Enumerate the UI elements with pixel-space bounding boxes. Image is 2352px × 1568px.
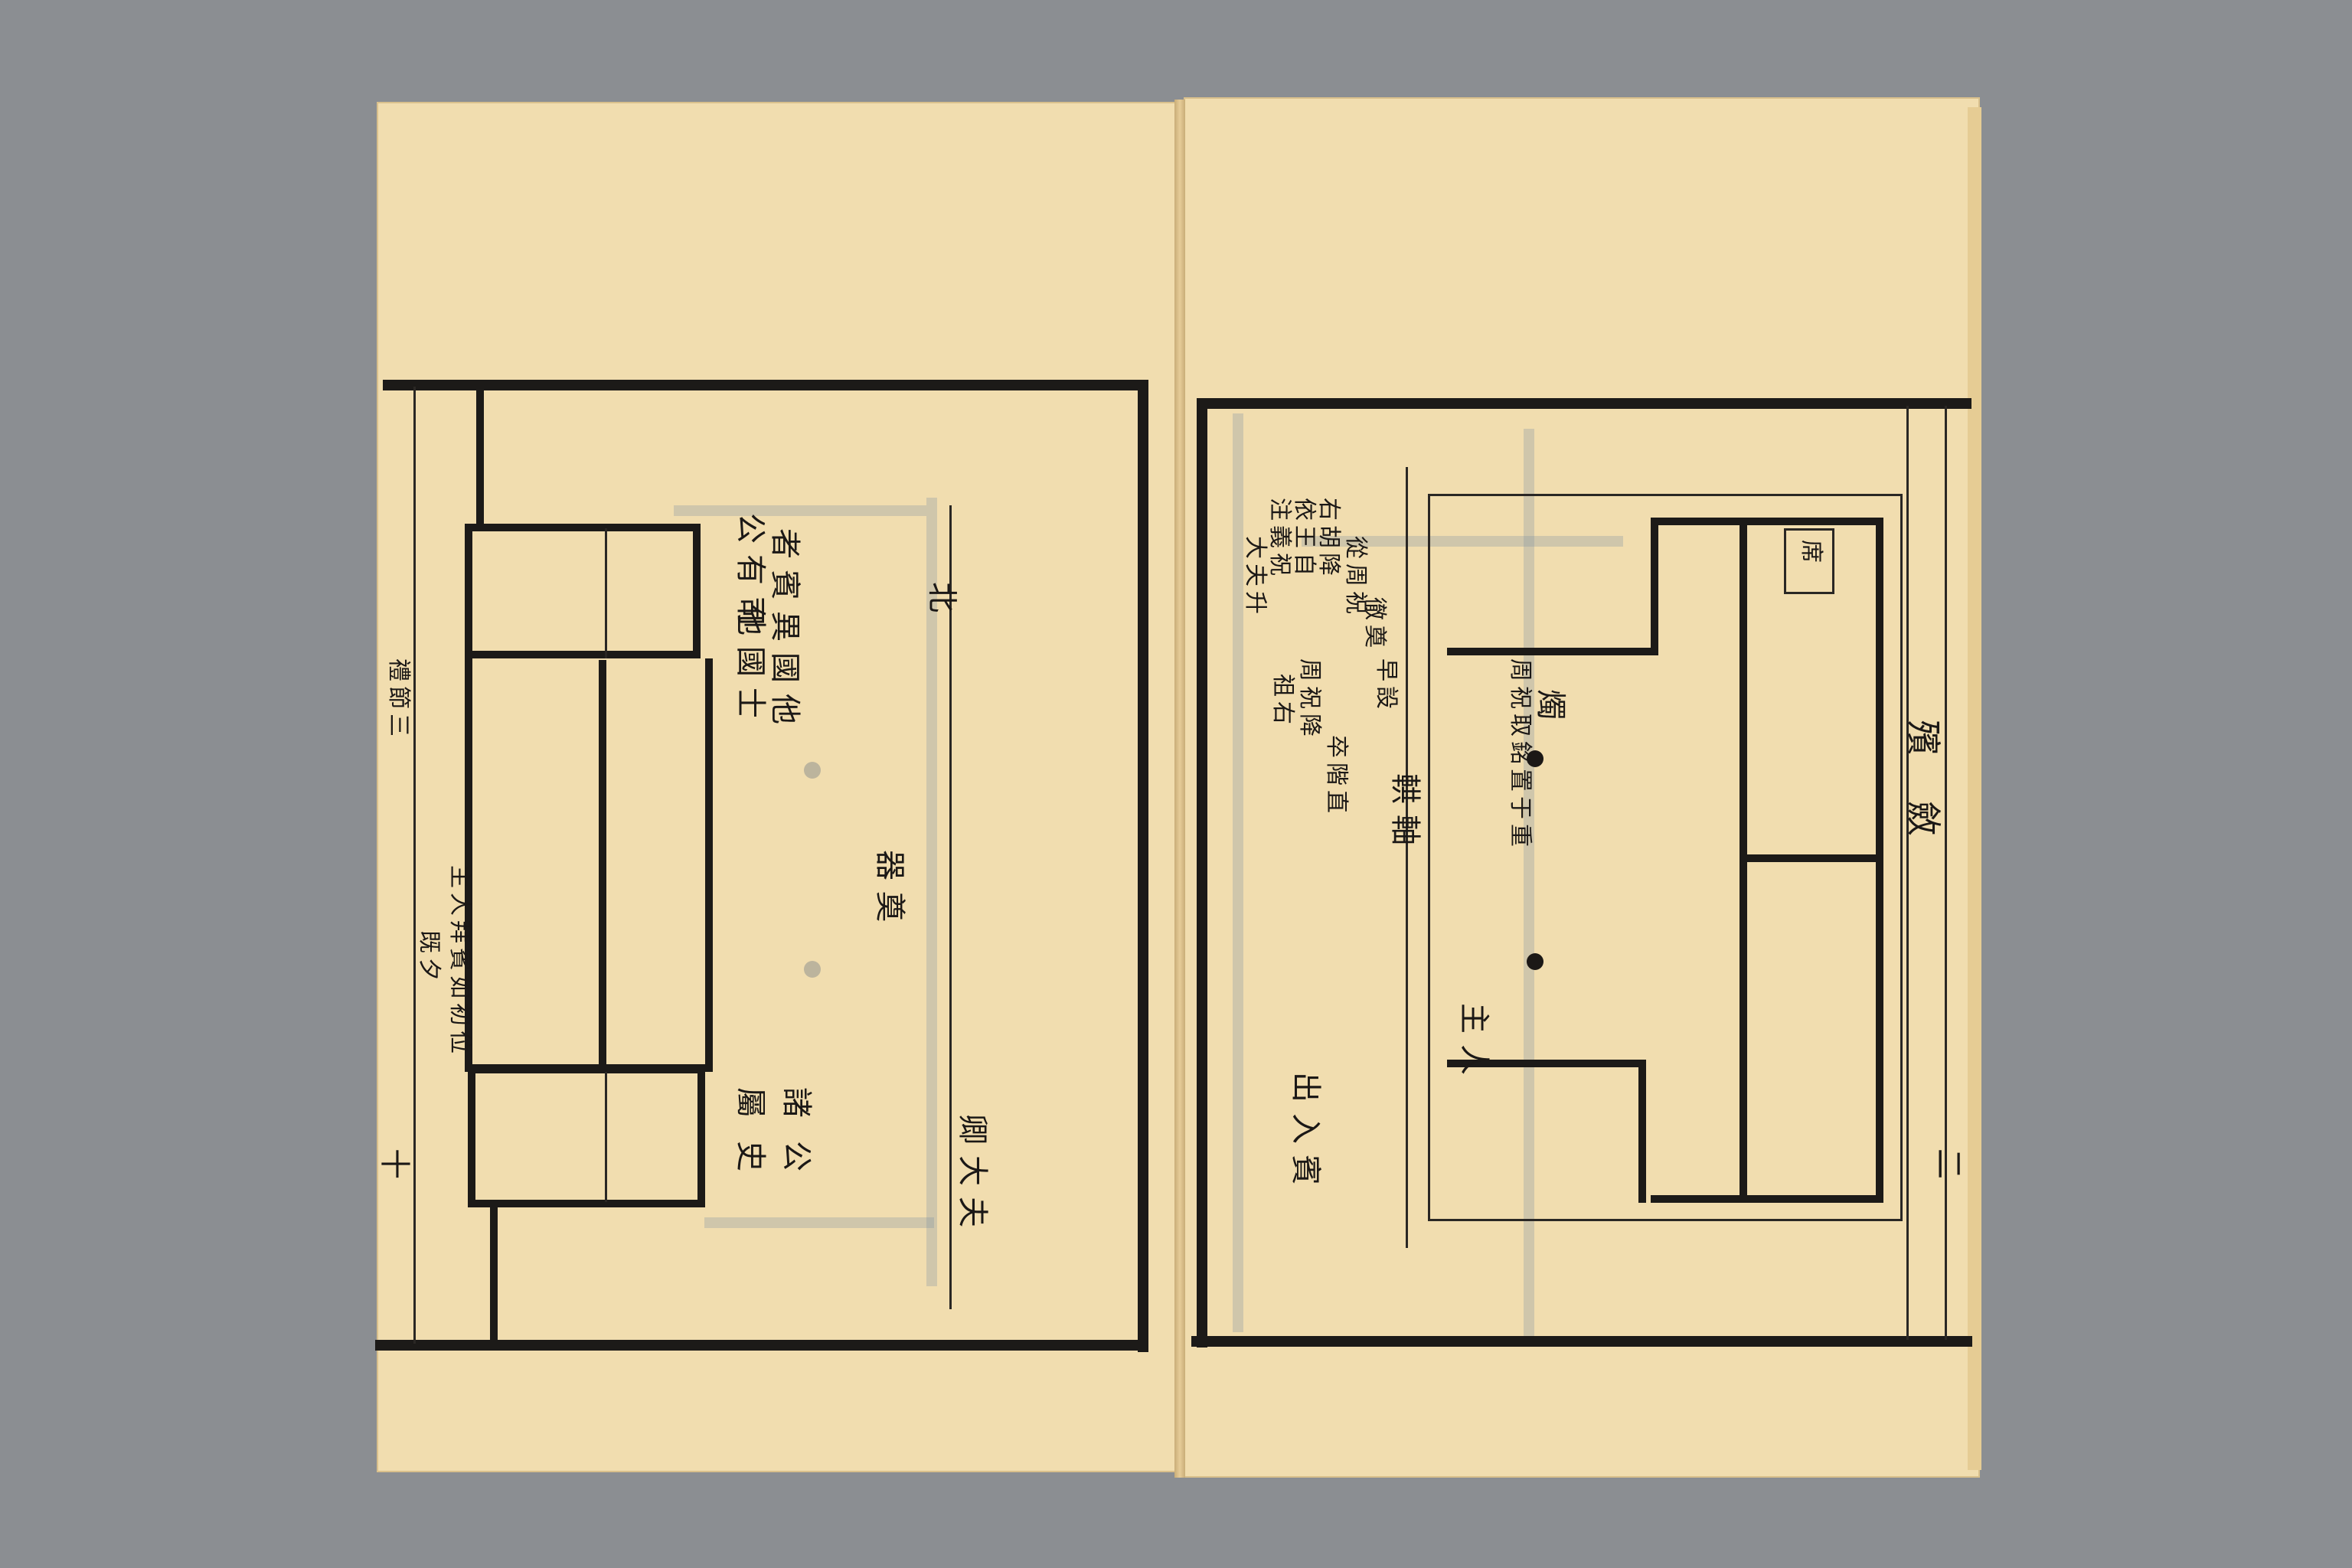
label-clerk: 史 <box>733 1141 768 1182</box>
seat-box <box>1784 528 1834 594</box>
left-margin-line <box>413 387 416 1344</box>
label-seat: 席 <box>1798 540 1824 567</box>
margin-caption: 主人拜賓如初位 <box>446 865 473 1058</box>
room-divider <box>605 1072 607 1202</box>
right-frame-left <box>1197 398 1207 1348</box>
note-4: 注義祝 <box>1266 498 1293 580</box>
label-lord-attendants: 諸 <box>779 1087 814 1129</box>
marker-dot <box>1527 953 1544 970</box>
show-through-line <box>1302 536 1623 547</box>
show-through-line <box>926 498 937 1286</box>
label-host: 主人 <box>1456 1003 1491 1086</box>
hall-wall-north <box>1447 648 1658 655</box>
note-3: 依王自 <box>1291 498 1318 580</box>
label-lord: 公 <box>779 1141 814 1182</box>
note-2: 右胡降 <box>1315 498 1342 580</box>
margin-note: 既夕 <box>416 930 443 985</box>
note-8: 早設 <box>1373 658 1400 714</box>
ghost-dot <box>804 762 821 779</box>
room-divider <box>1746 854 1880 862</box>
left-wall <box>490 1207 498 1345</box>
courtyard <box>1428 494 1903 1221</box>
label-bier: 輁軸 <box>1387 773 1423 856</box>
rear-wall <box>1651 518 1658 648</box>
room-divider <box>1740 521 1747 1202</box>
margin-title: 禮節三 <box>385 658 412 741</box>
margin-page-number: 二 <box>1931 1148 1966 1190</box>
hall-divider <box>599 660 606 1066</box>
room-north <box>465 524 701 658</box>
show-through-line <box>1233 413 1243 1332</box>
left-frame-bottom <box>375 1340 1148 1351</box>
left-inner-line <box>949 505 952 1309</box>
label-vessel: 器奠 <box>872 850 907 933</box>
right-frame-top <box>1206 398 1971 409</box>
left-page <box>377 102 1178 1472</box>
right-page-edge <box>1968 107 1981 1470</box>
show-through-line <box>674 505 926 516</box>
margin-title: 殯斂 <box>1903 720 1944 882</box>
note-5: 大夫升 <box>1242 536 1269 619</box>
label-officer-2: 者賓異國他 <box>767 528 802 735</box>
ghost-dot <box>804 961 821 978</box>
room-divider <box>605 528 607 658</box>
label-offering: 徹奠 <box>1361 597 1388 652</box>
label-clerk-2: 屬 <box>733 1087 768 1129</box>
left-frame-top <box>383 380 1147 390</box>
book-gutter <box>1174 100 1185 1478</box>
right-margin-line <box>1945 406 1947 1340</box>
main-hall <box>465 658 713 1072</box>
right-margin-line <box>1906 406 1909 1340</box>
note-7: 祖右 <box>1269 674 1296 729</box>
right-frame-bottom <box>1191 1336 1972 1347</box>
label-minister: 卿大夫 <box>955 1114 990 1238</box>
room-south <box>468 1066 705 1207</box>
left-wall <box>476 387 484 524</box>
courtyard-line <box>1406 467 1408 1248</box>
marker-dot <box>1527 750 1544 767</box>
note-9: 卒階直 <box>1323 735 1350 818</box>
left-frame-right <box>1138 380 1148 1352</box>
show-through-line <box>1524 429 1534 1340</box>
label-officer-1: 他國士 <box>733 605 768 729</box>
margin-page-number: 十 <box>377 1148 412 1190</box>
rear-wall <box>1638 1060 1646 1203</box>
north-mark: 北 <box>924 582 959 623</box>
label-guests: 出入賓 <box>1288 1072 1323 1196</box>
label-candle: 燭 <box>1533 689 1568 730</box>
note-6: 周祝降 <box>1296 658 1323 741</box>
hall-wall-south <box>1447 1060 1646 1067</box>
show-through-line <box>704 1217 934 1228</box>
